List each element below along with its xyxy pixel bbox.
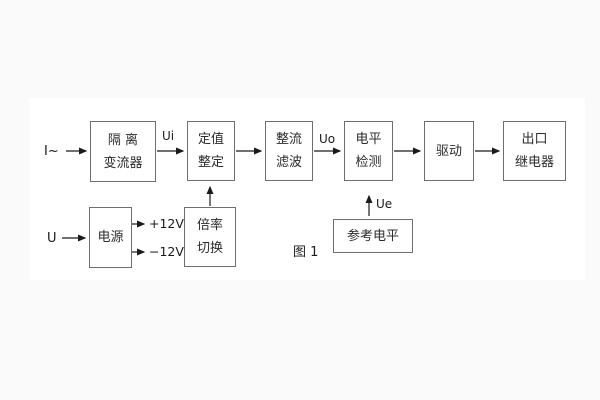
- block-label: 整定: [197, 155, 224, 170]
- block-power-supply: 电源: [89, 207, 132, 268]
- block-setpoint-adjust: 定值 整定: [187, 121, 235, 181]
- block-reference-level: 参考电平: [333, 219, 413, 253]
- signal-voltage-input: U: [47, 231, 57, 246]
- block-isolation-transformer: 隔 离 变流器: [90, 121, 156, 182]
- block-label: 驱动: [435, 143, 462, 159]
- block-label: 倍率: [196, 218, 223, 233]
- signal-ui: Ui: [162, 129, 175, 143]
- signal-uo: Uo: [319, 132, 336, 146]
- block-label: 电源: [97, 230, 124, 245]
- block-label: 变流器: [103, 155, 143, 171]
- block-output-relay: 出口 继电器: [503, 121, 566, 181]
- block-drive: 驱动: [424, 121, 474, 181]
- signal-rail-positive: +12V: [149, 216, 184, 231]
- block-label: 隔 离: [107, 132, 139, 148]
- block-label: 继电器: [514, 155, 554, 170]
- signal-rail-negative: −12V: [149, 244, 184, 259]
- figure-caption: 图 1: [293, 245, 319, 260]
- signal-ue: Ue: [376, 197, 393, 211]
- block-level-detect: 电平 检测: [344, 121, 393, 181]
- signal-current-input: I~: [44, 144, 59, 159]
- block-label: 整流: [275, 132, 302, 147]
- block-label: 出口: [521, 132, 548, 147]
- block-label: 参考电平: [346, 228, 399, 244]
- block-ratio-switch: 倍率 切换: [184, 207, 236, 267]
- block-label: 定值: [197, 132, 224, 147]
- block-label: 电平: [355, 132, 382, 147]
- block-label: 滤波: [275, 155, 302, 170]
- block-label: 切换: [196, 241, 223, 256]
- block-label: 检测: [355, 155, 382, 170]
- block-rectify-filter: 整流 滤波: [265, 121, 313, 181]
